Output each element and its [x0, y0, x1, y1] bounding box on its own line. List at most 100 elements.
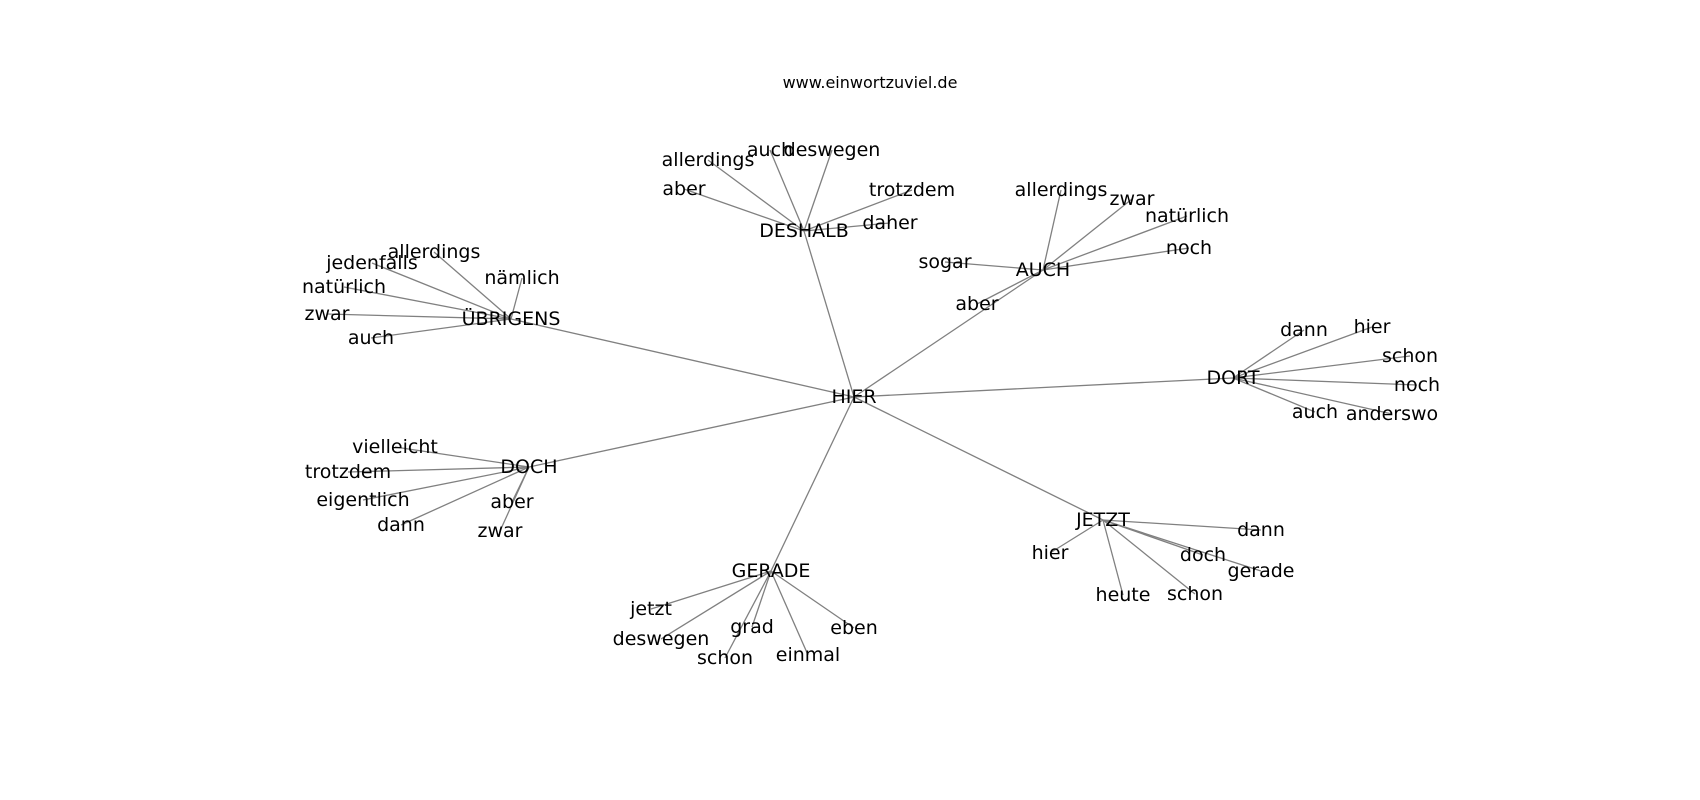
node-leaf-dort-3: noch [1394, 374, 1440, 396]
edge-ubrigens-3 [343, 286, 512, 320]
node-leaf-auch-5: aber [955, 293, 998, 315]
node-leaf-doch-1: trotzdem [305, 461, 391, 483]
node-hub-dort: DORT [1206, 367, 1259, 389]
edge-auch-5 [976, 269, 1044, 305]
edge-auch-3 [944, 261, 1044, 271]
edge-jetzt-3 [1102, 519, 1262, 572]
node-leaf-dort-0: dann [1280, 319, 1328, 341]
node-leaf-deshalb-2: deswegen [784, 139, 881, 161]
node-leaf-gerade-1: grad [730, 616, 774, 638]
node-leaf-auch-1: zwar [1110, 188, 1155, 210]
node-leaf-jetzt-3: gerade [1228, 560, 1295, 582]
node-leaf-ubrigens-2: nämlich [484, 267, 559, 289]
edge-deshalb-0 [707, 159, 805, 232]
edge-root-doch [528, 396, 855, 468]
node-leaf-gerade-0: jetzt [629, 598, 672, 620]
edge-jetzt-1 [1049, 519, 1104, 554]
edge-auch-0 [1042, 189, 1062, 271]
node-leaf-doch-3: aber [490, 491, 533, 513]
edge-deshalb-3 [683, 188, 805, 232]
edge-auch-4 [1042, 247, 1190, 271]
node-hub-jetzt: JETZT [1075, 509, 1130, 531]
node-leaf-deshalb-3: aber [662, 178, 705, 200]
edge-auch-1 [1042, 198, 1133, 271]
node-leaf-auch-3: sogar [918, 251, 971, 273]
edge-doch-4 [400, 466, 530, 526]
node-hub-ubrigens: ÜBRIGENS [462, 307, 561, 330]
edge-deshalb-4 [803, 189, 913, 232]
edge-jetzt-4 [1102, 519, 1124, 596]
edge-root-auch [853, 269, 1044, 398]
node-leaf-deshalb-0: allerdings [662, 149, 755, 171]
site-title: www.einwortzuviel.de [783, 73, 958, 92]
edge-doch-0 [394, 446, 530, 468]
edge-jetzt-5 [1102, 519, 1196, 595]
node-leaf-deshalb-4: trotzdem [869, 179, 955, 201]
node-leaf-dort-4: auch [1292, 401, 1338, 423]
node-leaf-gerade-2: eben [830, 617, 877, 639]
edge-root-jetzt [853, 396, 1104, 521]
node-leaf-dort-5: anderswo [1346, 403, 1438, 425]
node-leaf-ubrigens-4: zwar [305, 303, 350, 325]
edge-ubrigens-5 [370, 318, 512, 339]
edge-deshalb-5 [803, 222, 891, 232]
edge-dort-2 [1232, 355, 1411, 379]
edge-dort-1 [1232, 326, 1373, 379]
edge-doch-5 [499, 466, 530, 532]
node-leaf-doch-2: eigentlich [316, 489, 409, 511]
edge-ubrigens-2 [510, 277, 523, 320]
node-hub-deshalb: DESHALB [759, 220, 849, 242]
edge-gerade-2 [770, 570, 855, 629]
node-leaf-gerade-3: deswegen [613, 628, 710, 650]
node-leaf-gerade-4: schon [697, 647, 753, 669]
edge-deshalb-2 [803, 149, 833, 232]
edge-dort-5 [1232, 377, 1393, 415]
node-leaf-ubrigens-1: jedenfalls [325, 252, 418, 274]
edge-gerade-3 [660, 570, 772, 640]
node-hub-doch: DOCH [500, 456, 557, 478]
node-leaf-doch-4: dann [377, 514, 425, 536]
edge-root-ubrigens [510, 318, 855, 398]
node-leaf-ubrigens-5: auch [348, 327, 394, 349]
edge-doch-2 [362, 466, 530, 501]
node-leaf-jetzt-2: doch [1180, 544, 1226, 566]
node-leaf-ubrigens-0: allerdings [388, 241, 481, 263]
edge-ubrigens-1 [371, 262, 512, 320]
node-leaf-doch-5: zwar [478, 520, 523, 542]
node-leaf-auch-4: noch [1166, 237, 1212, 259]
edge-doch-1 [347, 466, 530, 473]
node-leaf-gerade-5: einmal [776, 644, 840, 666]
node-leaf-jetzt-1: hier [1032, 542, 1069, 564]
edge-deshalb-1 [769, 149, 805, 232]
edge-dort-4 [1232, 377, 1316, 413]
node-leaf-jetzt-4: heute [1096, 584, 1151, 606]
edge-dort-3 [1232, 377, 1418, 386]
edge-gerade-0 [650, 570, 772, 610]
node-leaf-jetzt-5: schon [1167, 583, 1223, 605]
edge-ubrigens-4 [326, 313, 512, 320]
edge-gerade-1 [751, 570, 772, 628]
edge-root-dort [853, 377, 1234, 398]
node-leaf-dort-2: schon [1382, 345, 1438, 367]
node-leaf-auch-2: natürlich [1145, 205, 1229, 227]
edge-auch-2 [1042, 215, 1188, 271]
node-hub-gerade: GERADE [732, 560, 811, 582]
edge-root-deshalb [803, 230, 855, 398]
node-hub-auch: AUCH [1016, 259, 1070, 281]
edge-gerade-5 [770, 570, 809, 656]
edges-layer [326, 149, 1418, 659]
node-leaf-ubrigens-3: natürlich [302, 276, 386, 298]
edge-jetzt-0 [1102, 519, 1262, 531]
edge-gerade-4 [724, 570, 772, 659]
node-leaf-doch-0: vielleicht [352, 436, 438, 458]
node-root: HIER [831, 386, 876, 408]
edge-root-gerade [770, 396, 855, 572]
edge-dort-0 [1232, 329, 1305, 379]
node-leaf-jetzt-0: dann [1237, 519, 1285, 541]
node-leaf-auch-0: allerdings [1015, 179, 1108, 201]
node-leaf-deshalb-1: auch [747, 139, 793, 161]
edge-ubrigens-0 [433, 251, 512, 320]
node-leaf-deshalb-5: daher [862, 212, 917, 234]
